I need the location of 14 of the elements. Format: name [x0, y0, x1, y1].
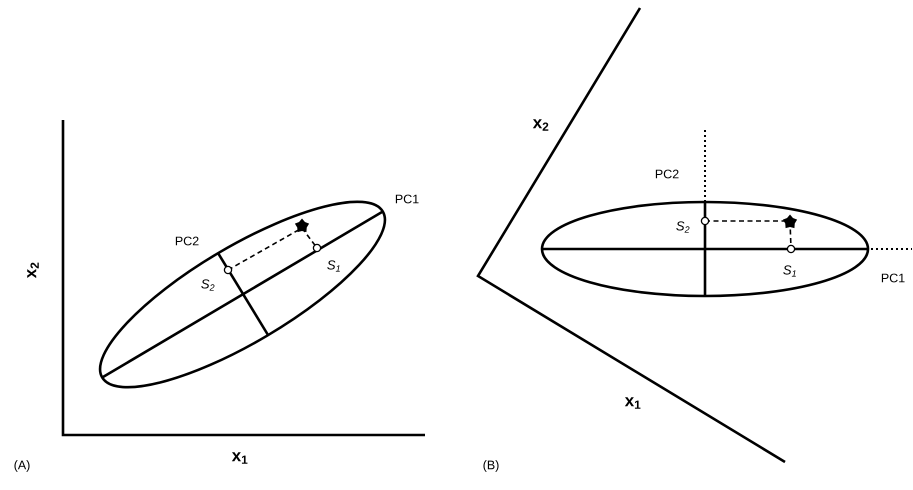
axis-label: PC2	[656, 170, 679, 178]
point-label: S$_{1}$	[327, 260, 340, 272]
axis-label: x$_{1}$	[624, 397, 640, 409]
panel-label: (B)	[483, 460, 499, 472]
axis-label: PC1	[396, 194, 419, 204]
point-label: S$_{1}$	[783, 265, 796, 277]
axis-label: x$_{2}$	[532, 119, 548, 131]
axis-label: PC1	[882, 274, 905, 282]
point-label: S$_{2}$	[201, 279, 214, 291]
panel-label: (A)	[14, 460, 30, 472]
point-label: S$_{2}$	[676, 221, 690, 233]
axis-label: PC2	[176, 236, 199, 246]
axis-label: x$_{2}$	[27, 262, 39, 278]
axis-label: x$_{1}$	[232, 452, 248, 464]
